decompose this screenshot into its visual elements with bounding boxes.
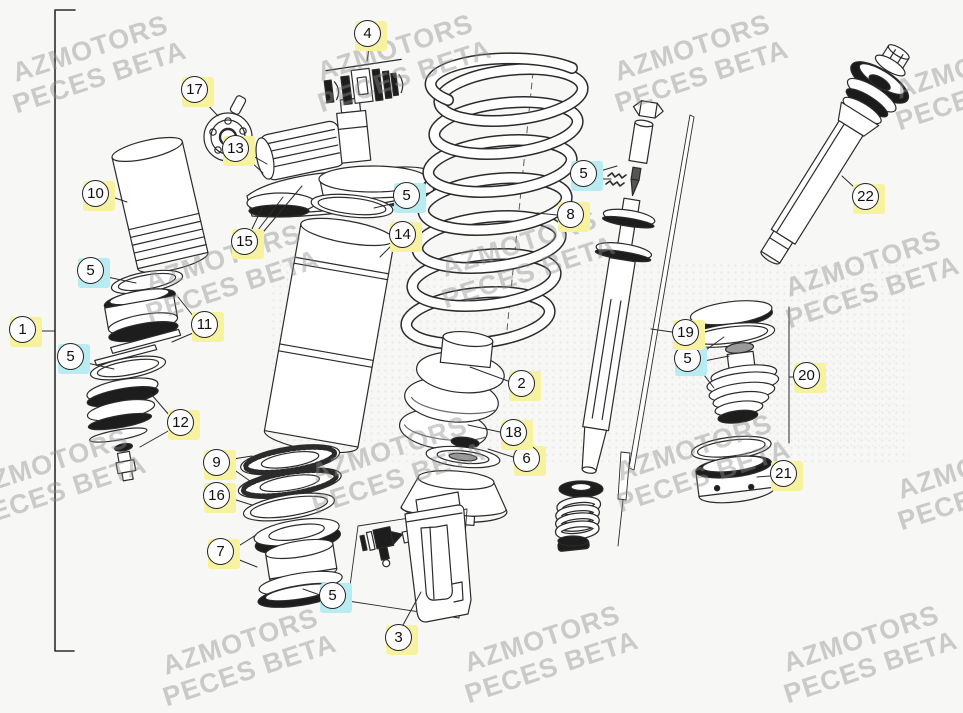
callout-number[interactable]: 16 [203,482,230,509]
callout-number[interactable]: 15 [231,228,258,255]
callout-18[interactable]: 18 [500,419,533,450]
callout-number[interactable]: 10 [82,180,109,207]
callout-10[interactable]: 10 [82,180,115,211]
callout-number[interactable]: 3 [385,624,412,651]
part-5-oring [310,193,394,219]
callout-number[interactable]: 5 [77,257,104,284]
callout-16[interactable]: 16 [203,482,236,513]
callout-number[interactable]: 20 [793,362,820,389]
callout-7[interactable]: 7 [207,538,240,569]
callout-5[interactable]: 5 [77,257,110,288]
part-11-piston-stack [94,288,182,366]
callout-number[interactable]: 19 [672,319,699,346]
callout-14[interactable]: 14 [389,221,422,252]
callout-2[interactable]: 2 [508,370,541,401]
callout-5[interactable]: 5 [674,345,707,376]
callout-12[interactable]: 12 [167,409,200,440]
callout-5[interactable]: 5 [57,343,90,374]
part-2-bump-rubber [398,331,505,450]
callout-15[interactable]: 15 [231,228,264,259]
callout-number[interactable]: 14 [389,221,416,248]
part-rod-end-stack [554,480,604,552]
assembly-bracket [54,9,76,652]
callout-5[interactable]: 5 [319,582,352,613]
part-10-tube [111,136,209,274]
part-5-oring [89,355,167,381]
callout-number[interactable]: 7 [207,538,234,565]
callout-number[interactable]: 5 [570,160,597,187]
part-16-oring [242,492,336,522]
part-rebound-rod-assembly [581,100,664,474]
part-5-small-springs [605,172,627,187]
callout-number[interactable]: 13 [222,135,249,162]
callout-number[interactable]: 11 [191,311,218,338]
callout-21[interactable]: 21 [770,460,803,491]
callout-number[interactable]: 5 [57,343,84,370]
callout-17[interactable]: 17 [181,76,214,107]
callout-number[interactable]: 12 [167,409,194,436]
callout-20[interactable]: 20 [793,362,826,393]
part-9-adjuster-rings [237,444,342,499]
part-4-shim-kit [323,58,404,106]
part-21-seal-head [690,435,775,504]
part-19-needle-rod [617,114,695,547]
callout-9[interactable]: 9 [203,449,236,480]
callout-8[interactable]: 8 [557,201,590,232]
callout-22[interactable]: 22 [852,183,885,214]
part-22-shaft [760,44,910,265]
callout-number[interactable]: 5 [319,582,346,609]
callout-3[interactable]: 3 [385,624,418,655]
callout-19[interactable]: 19 [672,319,705,350]
callout-11[interactable]: 11 [191,311,224,342]
callout-number[interactable]: 1 [9,316,36,343]
callout-number[interactable]: 9 [203,449,230,476]
callout-number[interactable]: 17 [181,76,208,103]
callout-4[interactable]: 4 [354,20,387,51]
exploded-drawing [38,9,910,652]
part-18-washer [425,445,501,469]
callout-5[interactable]: 5 [393,182,426,213]
callout-number[interactable]: 8 [557,201,584,228]
callout-number[interactable]: 22 [852,183,879,210]
callout-number[interactable]: 21 [770,460,797,487]
callout-1[interactable]: 1 [9,316,42,347]
part-12-seal-stack [86,377,159,482]
callout-number[interactable]: 4 [354,20,381,47]
part-14-shock-body [263,217,396,454]
callout-number[interactable]: 5 [393,182,420,209]
callout-5[interactable]: 5 [570,160,603,191]
part-13-stem [336,97,372,164]
callout-13[interactable]: 13 [222,135,255,166]
callout-number[interactable]: 2 [508,370,535,397]
callout-number[interactable]: 18 [500,419,527,446]
part-3-clevis [404,491,472,623]
